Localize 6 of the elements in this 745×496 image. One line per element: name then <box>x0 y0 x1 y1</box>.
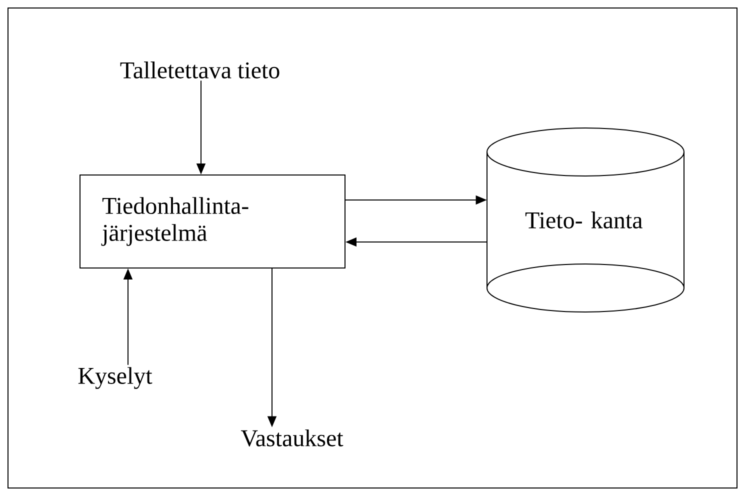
process-box: Tiedonhallinta- järjestelmä <box>80 174 346 268</box>
flow-label: Kyselyt <box>78 367 152 389</box>
node-label: Tieto- kanta <box>525 212 642 228</box>
database-cylinder: Tieto- kanta <box>486 128 684 312</box>
flow-label: Vastaukset <box>240 430 344 446</box>
flow-label: Talletettava tieto <box>120 62 280 78</box>
